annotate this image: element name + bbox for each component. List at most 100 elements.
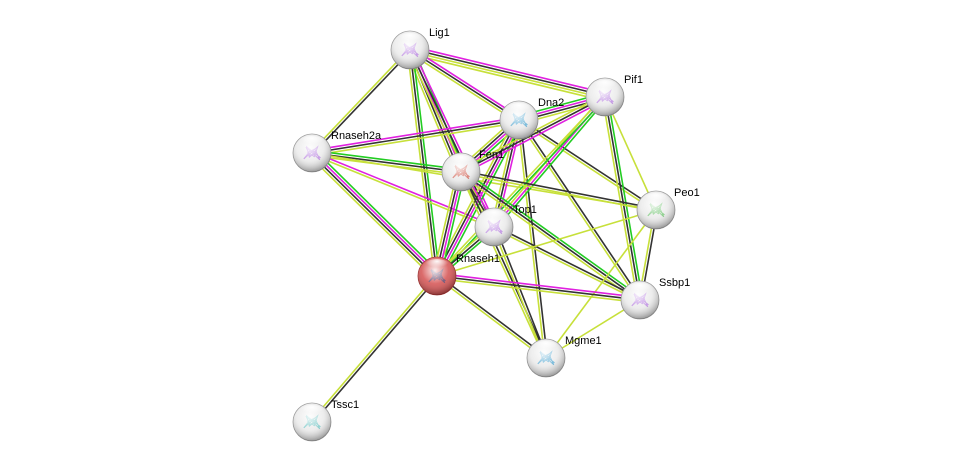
edge-line-textmining (310, 274, 437, 422)
node-tssc1[interactable]: Tssc1 (292, 399, 359, 442)
edge-line-coexpression (311, 152, 462, 173)
edge-line-coexpression (437, 274, 548, 358)
edge-line-textmining (436, 209, 657, 277)
node-label: Ssbp1 (659, 277, 690, 289)
node-label: Top1 (513, 204, 537, 216)
edge-line-textmining (312, 121, 520, 157)
node-highlight (628, 283, 652, 295)
edge-line-coexpression (312, 50, 412, 155)
edge-rnaseh2a-dna2[interactable] (311, 116, 520, 157)
node-highlight (300, 136, 324, 148)
edge-line-coexpression (311, 119, 520, 154)
node-label: Dna2 (538, 97, 564, 109)
edge-line-experiments (461, 98, 607, 176)
edge-fen1-mgme1[interactable] (459, 171, 548, 359)
edge-rnaseh2a-rnaseh1[interactable] (308, 149, 441, 280)
edge-line-textmining (408, 51, 519, 123)
edge-lig1-dna2[interactable] (408, 47, 521, 123)
edge-line-coexpression (312, 276, 439, 424)
node-rnaseh1[interactable]: Rnaseh1 (417, 253, 500, 296)
edge-line-coexpression (409, 49, 520, 121)
edge-line-textmining (492, 227, 546, 359)
edge-line-textmining (459, 172, 546, 359)
edge-peo1-rnaseh1[interactable] (436, 209, 657, 277)
edge-line-databases (314, 149, 441, 274)
node-label: Peo1 (674, 187, 700, 199)
edge-lig1-pif1[interactable] (408, 45, 607, 102)
edge-line-coexpression (494, 225, 641, 300)
node-peo1[interactable]: Peo1 (636, 187, 700, 230)
edge-rnaseh1-ssbp1[interactable] (436, 272, 641, 304)
node-label: Pif1 (624, 74, 643, 86)
edge-pif1-ssbp1[interactable] (601, 96, 644, 301)
edge-rnaseh1-mgme1[interactable] (435, 274, 548, 360)
edge-line-coexpression (461, 171, 548, 358)
node-highlight (300, 405, 324, 417)
edge-line-databases (462, 169, 642, 299)
edge-fen1-ssbp1[interactable] (459, 169, 642, 303)
edge-line-coexpression (460, 96, 606, 173)
edge-line-textmining (460, 172, 656, 213)
edge-dna2-mgme1[interactable] (516, 119, 549, 359)
node-fen1[interactable]: Fen1 (441, 149, 504, 192)
node-mgme1[interactable]: Mgme1 (526, 335, 602, 378)
edge-line-experiments (410, 47, 521, 119)
edge-line-experiments (410, 45, 607, 94)
node-top1[interactable]: Top1 (474, 204, 537, 247)
edge-line-textmining (517, 120, 640, 302)
edge-line-textmining (601, 97, 639, 301)
node-label: Rnaseh1 (456, 253, 500, 265)
node-highlight (425, 259, 449, 271)
edge-line-experiments (312, 151, 439, 276)
edge-line-databases (411, 49, 441, 276)
edge-line-coexpression (460, 171, 641, 301)
edge-top1-mgme1[interactable] (492, 226, 548, 359)
node-ssbp1[interactable]: Ssbp1 (620, 277, 690, 320)
edge-line-textmining (604, 96, 657, 211)
edge-rnaseh2a-fen1[interactable] (311, 149, 462, 176)
edge-line-experiments (311, 116, 519, 152)
edge-line-textmining (435, 276, 546, 360)
edge-line-databases (312, 149, 462, 171)
node-highlight (507, 103, 531, 115)
edge-line-experiments (312, 151, 495, 227)
node-pif1[interactable]: Pif1 (585, 74, 643, 117)
edge-line-coexpression (519, 118, 658, 210)
edge-lig1-rnaseh1[interactable] (406, 49, 441, 277)
edge-rnaseh2a-top1[interactable] (311, 151, 495, 229)
edge-line-experiments (411, 48, 498, 227)
edge-line-coexpression (310, 153, 437, 278)
edge-line-coexpression (519, 118, 642, 300)
edge-pif1-peo1[interactable] (604, 96, 657, 211)
node-rnaseh2a[interactable]: Rnaseh2a (292, 130, 382, 173)
node-label: Fen1 (479, 149, 504, 161)
node-label: Mgme1 (565, 335, 602, 347)
edge-line-textmining (459, 173, 639, 303)
node-highlight (644, 193, 668, 205)
edge-line-textmining (436, 277, 640, 304)
node-highlight (593, 80, 617, 92)
node-layer: Lig1Pif1Dna2Rnaseh2aFen1Peo1Top1Rnaseh1S… (292, 27, 700, 442)
edge-line-textmining (517, 120, 656, 212)
edge-line-coexpression (409, 49, 438, 277)
edge-dna2-peo1[interactable] (517, 118, 658, 212)
edge-peo1-mgme1[interactable] (545, 209, 657, 359)
node-highlight (449, 155, 473, 167)
edge-line-textmining (493, 227, 640, 302)
edge-top1-ssbp1[interactable] (493, 225, 641, 302)
edge-lig1-rnaseh2a[interactable] (310, 48, 412, 155)
edge-line-textmining (310, 48, 410, 153)
node-highlight (534, 341, 558, 353)
node-label: Rnaseh2a (331, 130, 382, 142)
edge-fen1-peo1[interactable] (460, 169, 657, 213)
edge-rnaseh1-tssc1[interactable] (310, 274, 439, 424)
node-label: Lig1 (429, 27, 450, 39)
edge-dna2-ssbp1[interactable] (517, 118, 642, 302)
node-lig1[interactable]: Lig1 (390, 27, 450, 70)
edge-line-textmining (308, 155, 435, 280)
node-dna2[interactable]: Dna2 (499, 97, 564, 140)
edge-line-experiments (437, 272, 641, 299)
edge-line-textmining (406, 50, 436, 277)
edge-layer (308, 45, 659, 424)
